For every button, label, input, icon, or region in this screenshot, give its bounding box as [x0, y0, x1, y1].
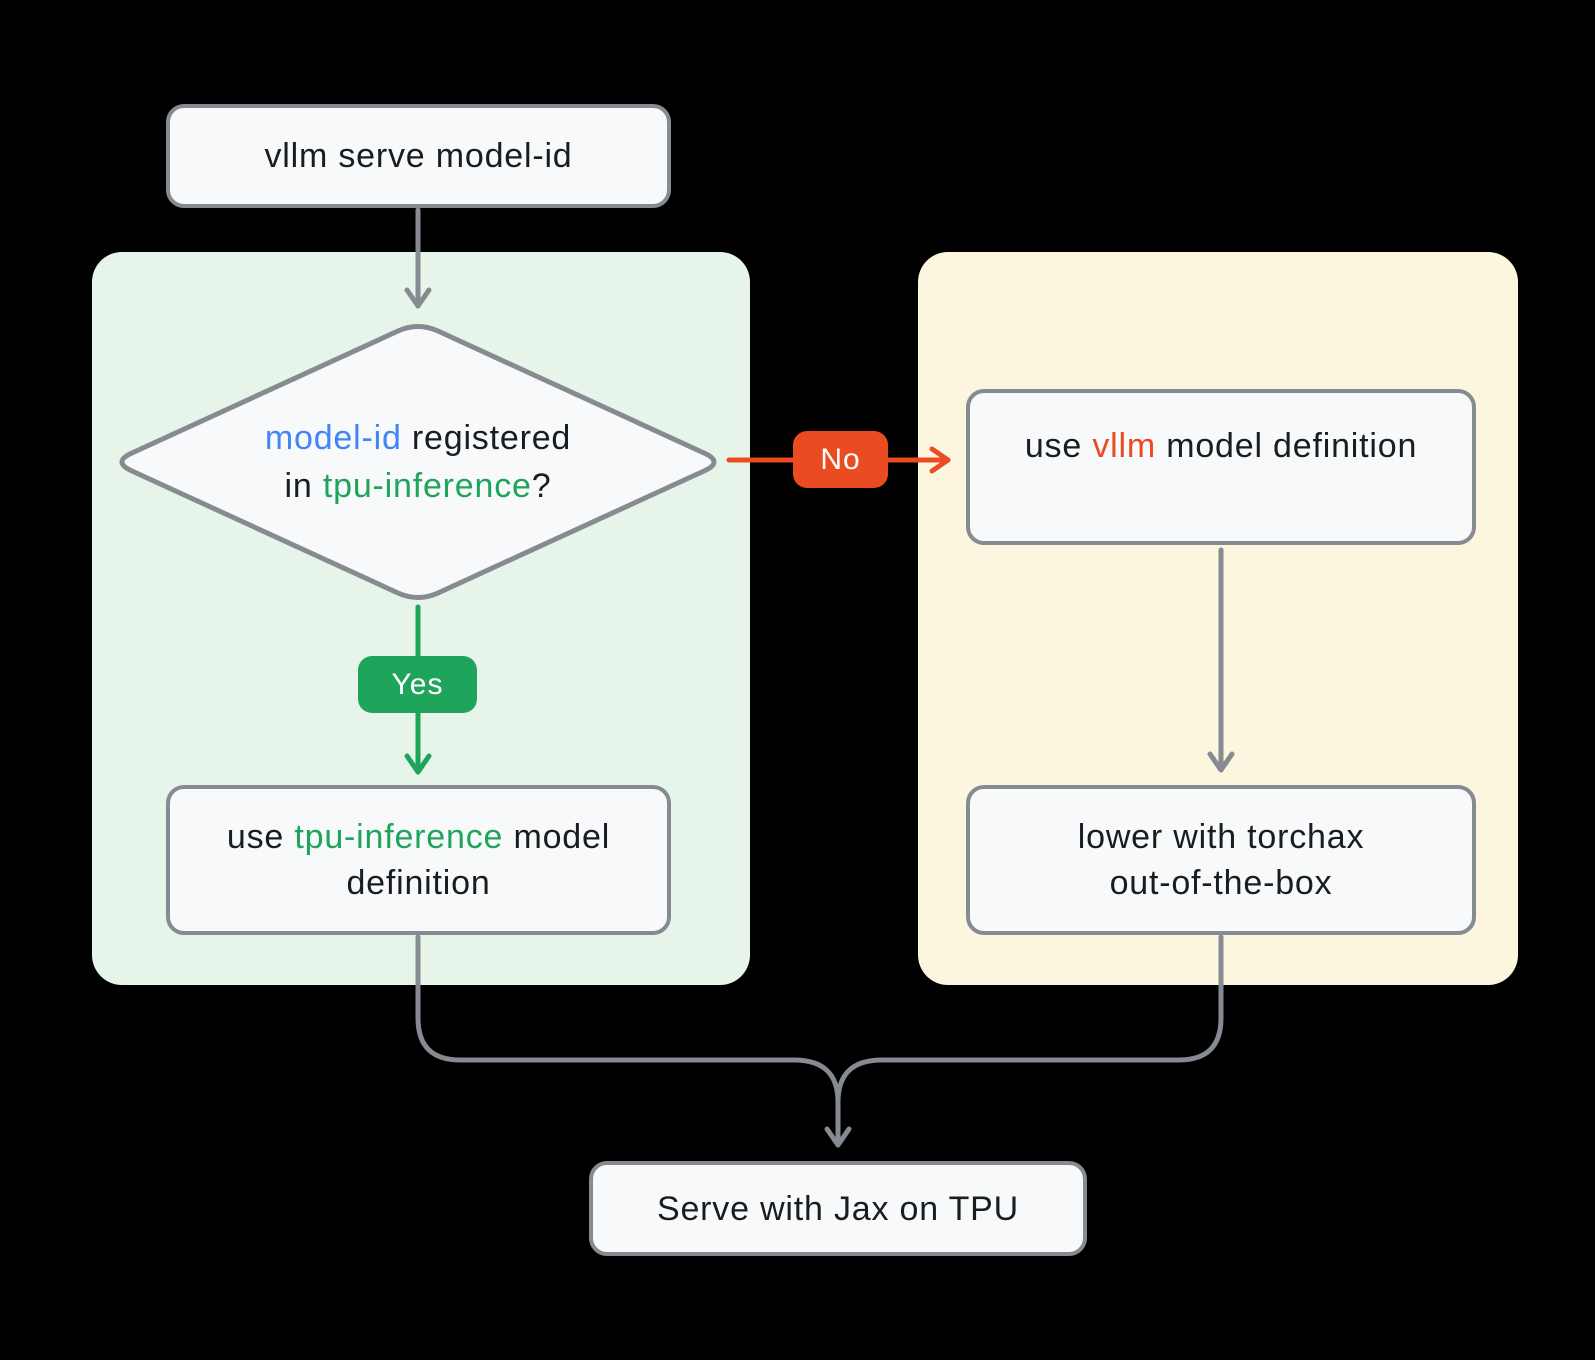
decision-keyword-model-id: model-id [264, 419, 402, 457]
decision-diamond [119, 324, 717, 600]
vllm-keyword: vllm [1092, 427, 1156, 465]
no-badge-label: No [820, 442, 861, 476]
decision-keyword-tpu-inference: tpu-inference [322, 467, 532, 505]
tpu-inference-node: use tpu-inference model definition [166, 785, 671, 935]
serve-node: Serve with Jax on TPU [589, 1161, 1087, 1256]
vllm-definition-node: use vllm model definition [966, 389, 1476, 545]
no-badge: No [793, 431, 888, 488]
start-node: vllm serve model-id [166, 104, 671, 208]
torchax-node-line2: out-of-the-box [1109, 864, 1333, 902]
torchax-node: lower with torchax out-of-the-box [966, 785, 1476, 935]
start-node-label: vllm serve model-id [264, 137, 573, 175]
merge-edge-left [415, 934, 852, 1148]
decision-label: model-id registered in tpu-inference? [158, 414, 678, 510]
tpu-inference-node-line2: definition [346, 864, 491, 902]
decision-label-line2: in tpu-inference? [284, 467, 552, 505]
yes-badge: Yes [358, 656, 477, 713]
tpu-inference-keyword: tpu-inference [294, 818, 504, 856]
vllm-definition-node-line: use vllm model definition [1024, 427, 1418, 465]
merge-edge-right [835, 934, 1224, 1105]
tpu-inference-node-line1: use tpu-inference model [226, 818, 611, 856]
yes-badge-label: Yes [391, 667, 444, 701]
serve-node-label: Serve with Jax on TPU [657, 1189, 1019, 1228]
torchax-node-line1: lower with torchax [1077, 818, 1365, 856]
decision-label-line1: model-id registered [264, 419, 572, 457]
